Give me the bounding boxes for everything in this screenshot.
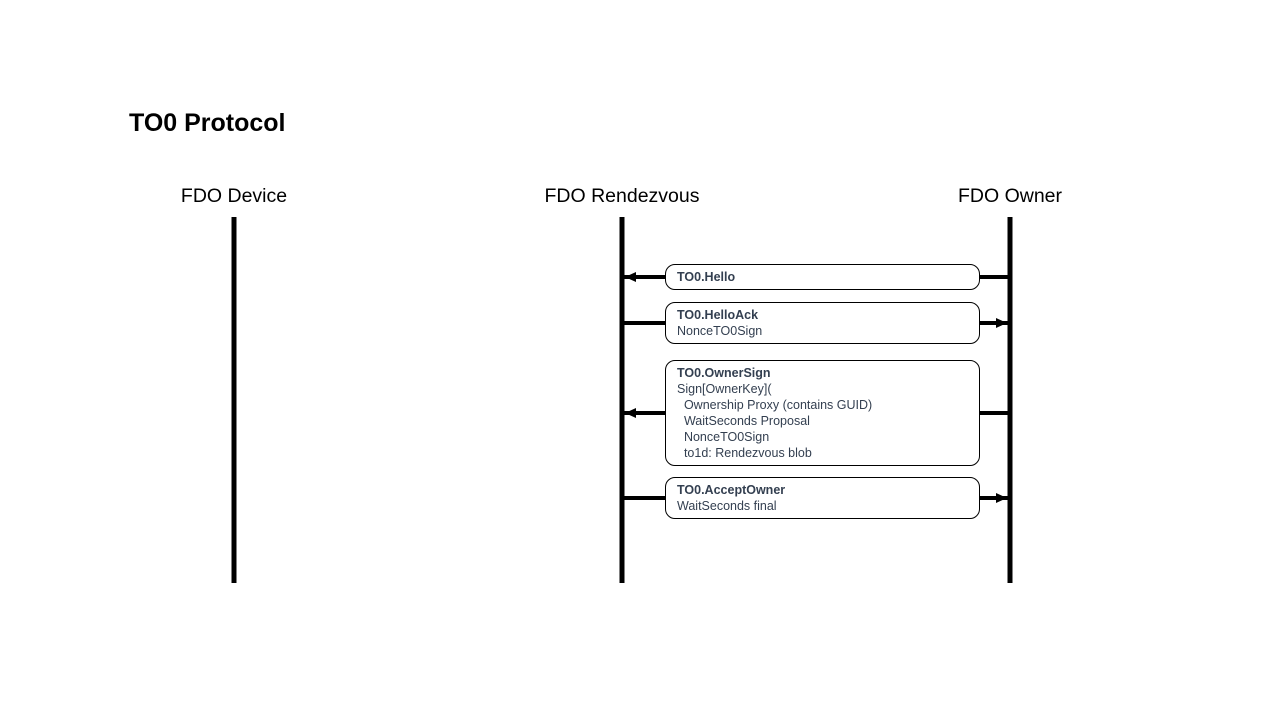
message-name: TO0.HelloAck xyxy=(677,308,759,322)
participant-label: FDO Device xyxy=(180,185,288,207)
arrowhead-left-icon xyxy=(625,407,636,418)
arrowhead-right-icon xyxy=(996,317,1007,328)
message-detail-line: Ownership Proxy (contains GUID) xyxy=(677,398,873,412)
message-box: TO0.Hello xyxy=(665,264,980,290)
message-detail-line: WaitSeconds Proposal xyxy=(677,414,810,428)
message-name: TO0.AcceptOwner xyxy=(677,483,786,497)
lifeline xyxy=(1007,217,1013,583)
message-detail-line: WaitSeconds final xyxy=(677,499,777,513)
lifeline xyxy=(231,217,237,583)
message-name: TO0.Hello xyxy=(677,270,736,284)
lifeline xyxy=(619,217,625,583)
participant-label: FDO Owner xyxy=(957,185,1063,207)
message-detail-line: NonceTO0Sign xyxy=(677,430,770,444)
message-detail-line: to1d: Rendezvous blob xyxy=(677,446,812,460)
arrowhead-left-icon xyxy=(625,271,636,282)
participant-label: FDO Rendezvous xyxy=(544,185,700,207)
message-detail-line: Sign[OwnerKey]( xyxy=(677,382,772,396)
message-detail-line: NonceTO0Sign xyxy=(677,324,763,338)
message-name: TO0.OwnerSign xyxy=(677,366,771,380)
arrowhead-right-icon xyxy=(996,492,1007,503)
diagram-title: TO0 Protocol xyxy=(129,109,286,137)
